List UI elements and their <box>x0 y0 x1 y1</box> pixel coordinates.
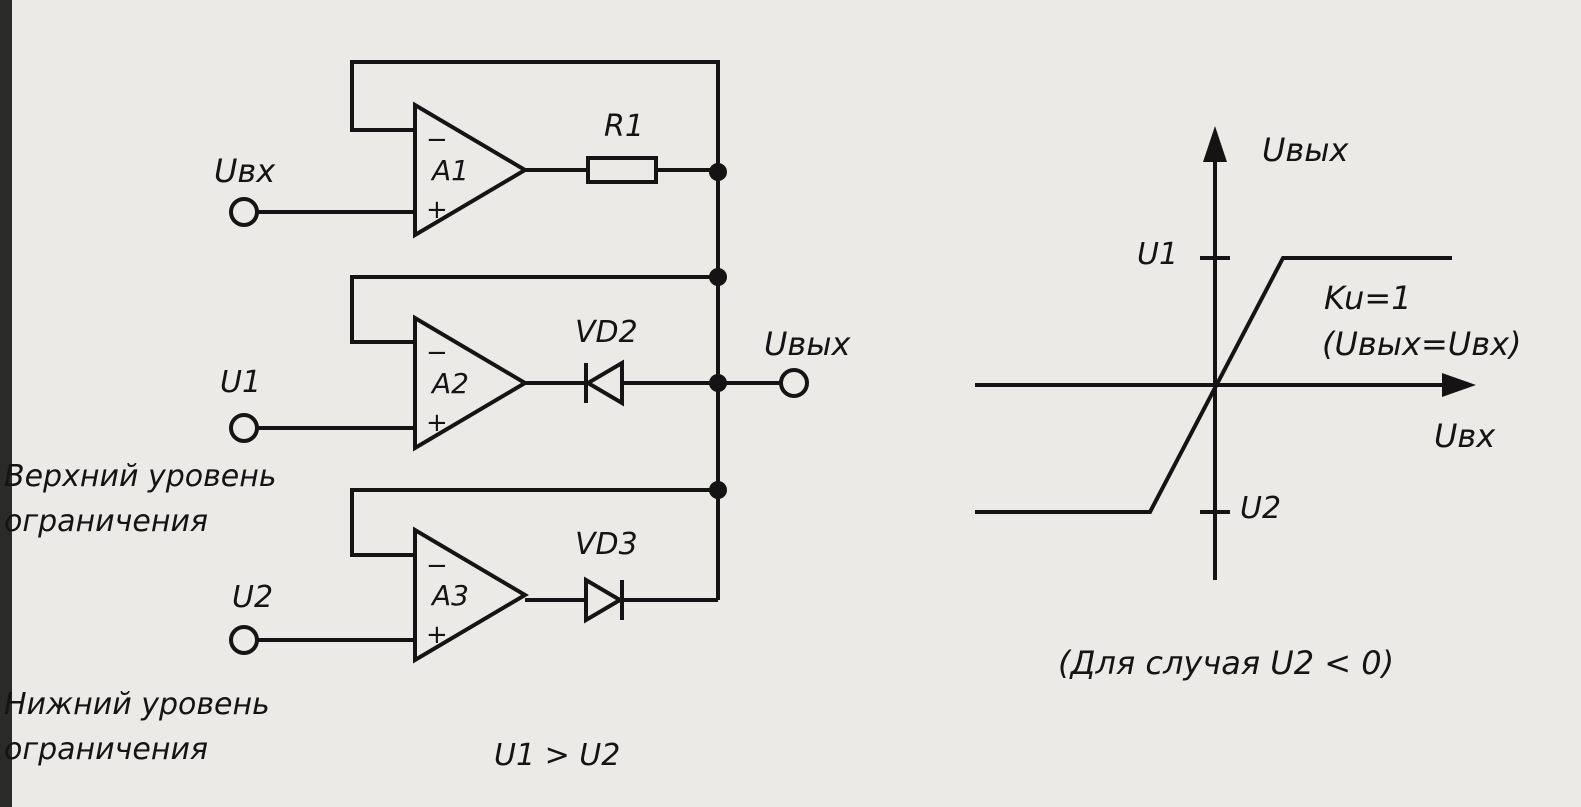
junctions <box>709 163 727 499</box>
page-edge <box>0 0 12 807</box>
resistor-r1 <box>586 156 658 184</box>
x-axis-label: Uвх <box>1434 417 1496 455</box>
opamp-a1-label: A1 <box>432 154 469 187</box>
opamp-a3-label: A3 <box>432 579 469 612</box>
terminal-uvyx <box>779 368 809 398</box>
graph-u1-label: U1 <box>1137 237 1179 272</box>
junction-dot <box>709 374 727 392</box>
terminal-u1 <box>229 413 259 443</box>
graph-u2-label: U2 <box>1240 491 1282 526</box>
diode-vd3-label: VD3 <box>575 527 638 562</box>
opamp-a2-label: A2 <box>432 367 469 400</box>
a3-minus: − <box>426 551 448 581</box>
upper-level-caption-2: ограничения <box>4 504 208 539</box>
junction-dot <box>709 268 727 286</box>
lower-level-caption-1: Нижний уровень <box>4 687 270 722</box>
output-label: Uвых <box>764 325 851 363</box>
junction-dot <box>709 163 727 181</box>
opamp-a3 <box>413 526 529 664</box>
gain-label: Ku=1 <box>1324 279 1412 317</box>
gain-note: (Uвых=Uвх) <box>1322 325 1522 363</box>
a2-plus: + <box>426 408 448 438</box>
u2-label: U2 <box>232 580 274 615</box>
junction-dot <box>709 481 727 499</box>
y-axis-label: Uвых <box>1262 131 1349 169</box>
transfer-curve <box>975 256 1452 514</box>
condition-label: U1 > U2 <box>494 738 621 773</box>
opamp-a2 <box>413 314 529 452</box>
wire-a2-feedback <box>350 275 718 344</box>
resistor-label: R1 <box>604 109 644 144</box>
u1-label: U1 <box>220 365 262 400</box>
opamp-a1 <box>413 101 529 239</box>
upper-level-caption-1: Верхний уровень <box>4 459 277 494</box>
wire-a1-feedback <box>350 60 720 172</box>
input-label: Uвх <box>214 152 276 190</box>
y-axis-arrow <box>1203 126 1227 162</box>
a1-plus: + <box>426 195 448 225</box>
terminal-uvx <box>229 197 259 227</box>
wire-a3-feedback <box>350 488 718 557</box>
a1-minus: − <box>426 125 448 155</box>
a2-minus: − <box>426 338 448 368</box>
lower-level-caption-2: ограничения <box>4 732 208 767</box>
terminal-u2 <box>229 625 259 655</box>
x-axis-arrow <box>1442 373 1476 397</box>
diode-vd3 <box>584 576 624 624</box>
diode-vd2-label: VD2 <box>575 315 638 350</box>
graph-caption: (Для случая U2 < 0) <box>1058 644 1395 682</box>
a3-plus: + <box>426 620 448 650</box>
diode-vd2 <box>584 359 624 407</box>
transfer-graph <box>975 152 1452 580</box>
